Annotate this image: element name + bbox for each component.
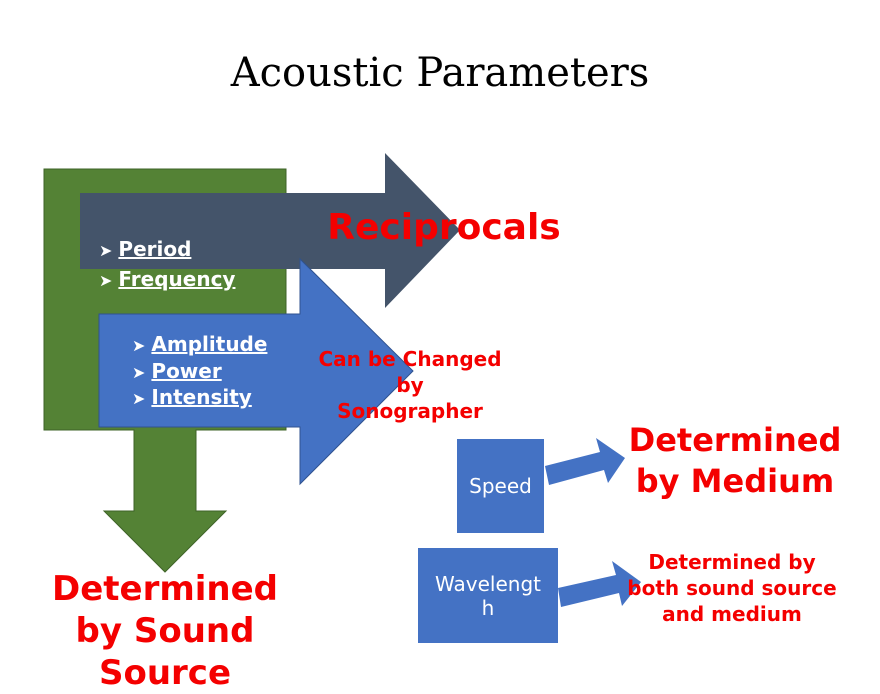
reciprocals-label: Reciprocals (327, 207, 561, 248)
item-label: Power (151, 359, 222, 383)
label-line: h (481, 595, 495, 620)
changeable-label: Can be Changed by Sonographer (300, 346, 520, 424)
speed-arrow (545, 438, 625, 485)
list-item-amplitude: ➤ Amplitude (132, 332, 267, 356)
bullet-arrow-icon: ➤ (132, 389, 146, 408)
list-item-power: ➤ Power (132, 359, 222, 383)
label-line: Wavelengt (435, 571, 541, 596)
bullet-arrow-icon: ➤ (99, 241, 113, 260)
blue-right-arrow (98, 257, 414, 486)
bullet-arrow-icon: ➤ (132, 363, 146, 382)
list-item-frequency: ➤ Frequency (99, 267, 235, 291)
medium-label: Determined by Medium (614, 420, 856, 502)
item-label: Frequency (118, 267, 236, 291)
label-line: and medium (662, 602, 802, 626)
label-line: Determined (628, 421, 842, 459)
label-line: Determined (51, 569, 279, 609)
wavelength-arrow (558, 561, 641, 607)
list-item-period: ➤ Period (99, 237, 191, 261)
diagram-shapes (43, 153, 641, 643)
slide-title: Acoustic Parameters (230, 50, 650, 96)
wavelength-box-label: Wavelengt h (418, 548, 558, 643)
slate-right-arrow (80, 153, 460, 308)
bullet-arrow-icon: ➤ (99, 271, 113, 290)
list-item-intensity: ➤ Intensity (132, 385, 252, 409)
bullet-arrow-icon: ➤ (132, 336, 146, 355)
label-line: by (396, 373, 424, 397)
both-label: Determined by both sound source and medi… (612, 549, 852, 627)
label-line: by Medium (635, 462, 835, 500)
speed-box-label: Speed (469, 474, 532, 498)
label-line: both sound source (627, 576, 837, 600)
label-line: Source (98, 653, 232, 693)
label-line: by Sound (75, 611, 255, 651)
label-line: Determined by (648, 550, 816, 574)
item-label: Intensity (151, 385, 252, 409)
label-line: Can be Changed (318, 347, 502, 371)
item-label: Period (118, 237, 192, 261)
source-label: Determined by Sound Source (40, 568, 290, 694)
label-line: Sonographer (337, 399, 483, 423)
speed-box (457, 439, 544, 533)
item-label: Amplitude (151, 332, 268, 356)
wavelength-box (418, 548, 558, 643)
